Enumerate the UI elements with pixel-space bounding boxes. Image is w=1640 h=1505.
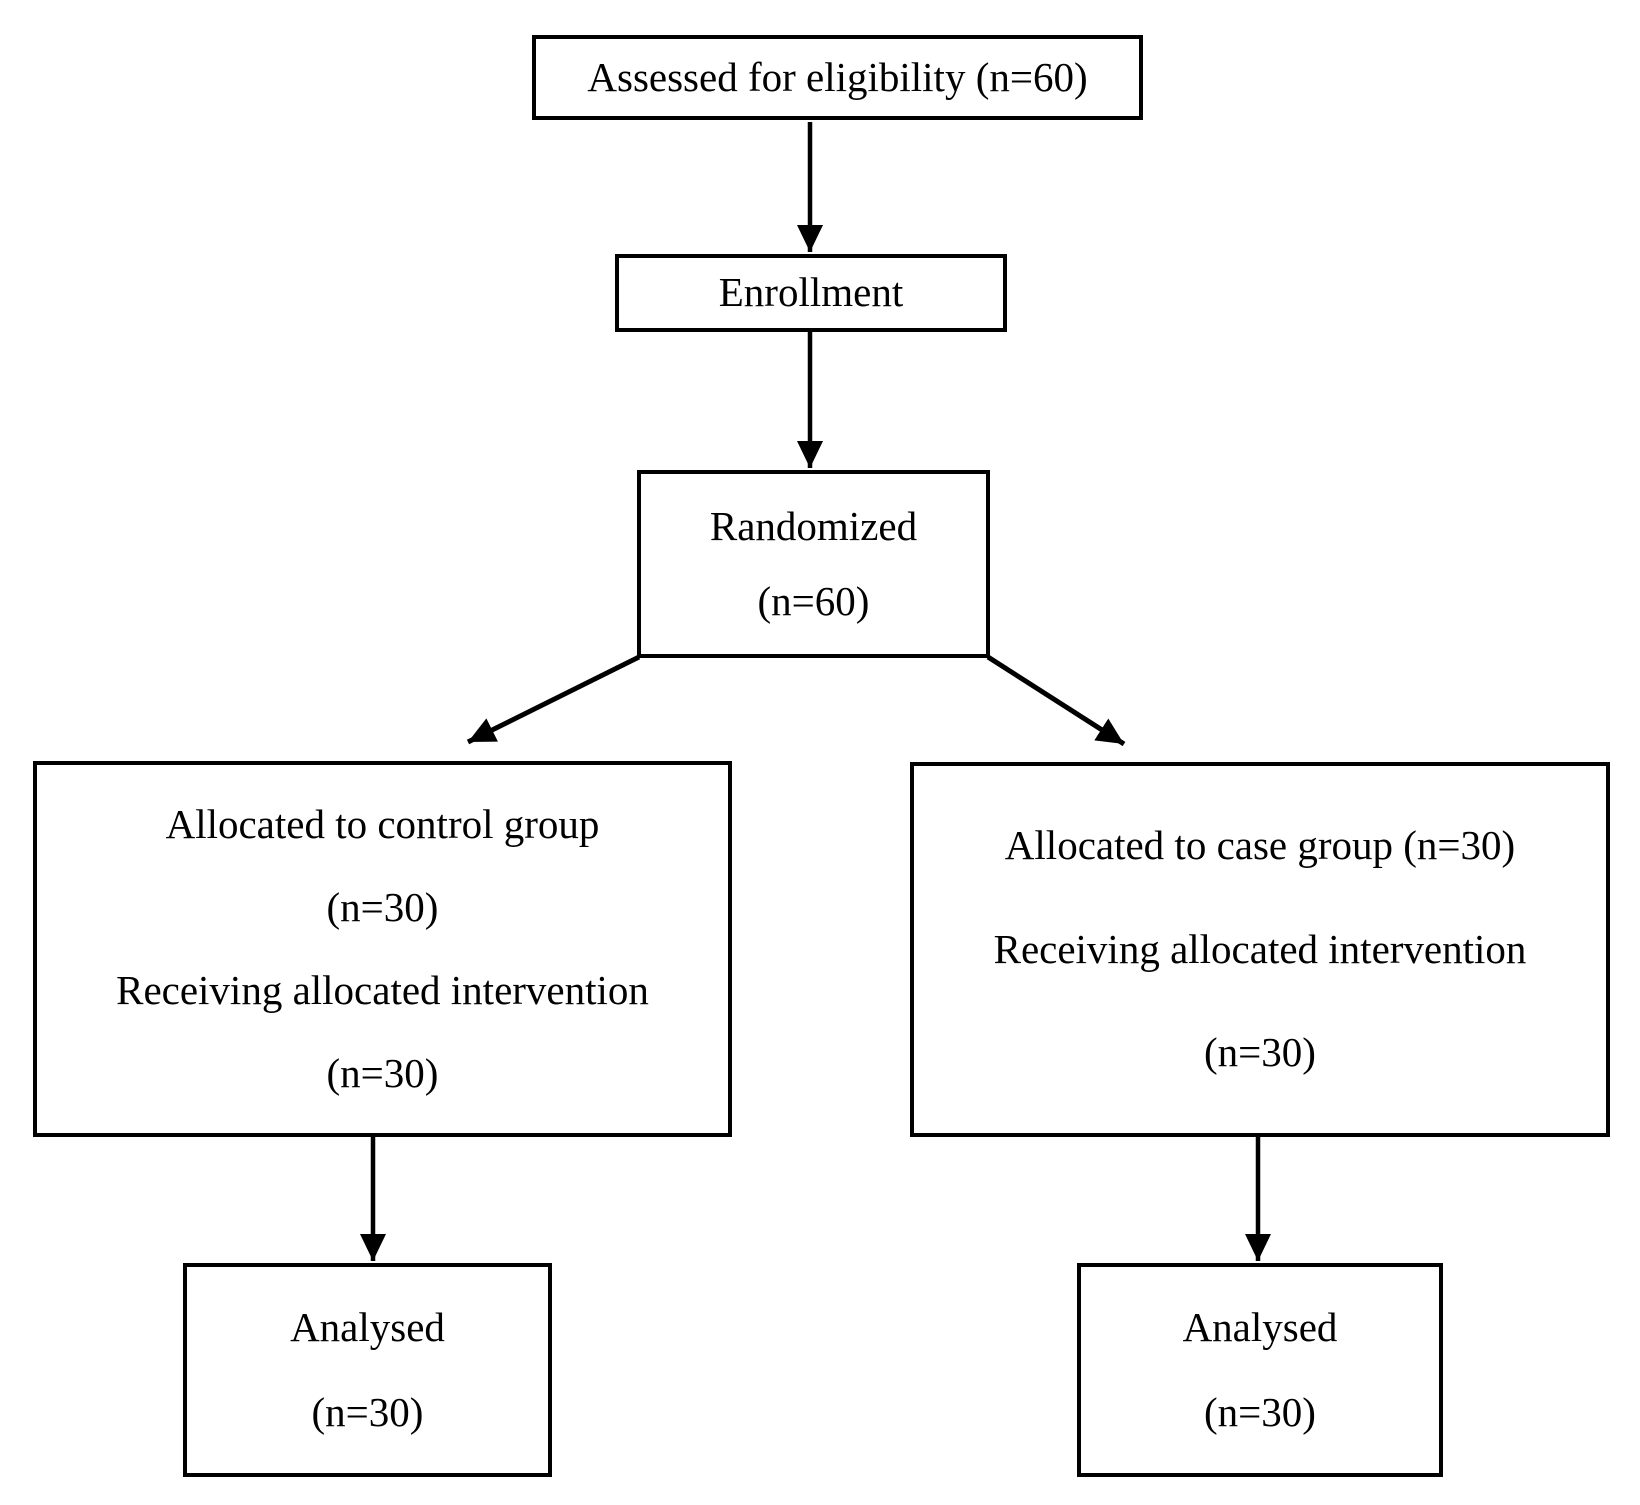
- control-analysed-box: Analysed (n=30): [183, 1263, 552, 1477]
- arrow-randomized-to-case: [986, 654, 1126, 747]
- randomized-count: (n=60): [757, 578, 870, 625]
- control-intervention-label: Receiving allocated intervention: [116, 966, 649, 1013]
- randomized-label: Randomized: [709, 502, 918, 549]
- case-alloc-label: Allocated to case group (n=30): [1004, 822, 1516, 869]
- randomized-box: Randomized (n=60): [637, 470, 990, 658]
- case-analysed-label: Analysed: [1182, 1304, 1338, 1351]
- case-group-allocation-box: Allocated to case group (n=30) Receiving…: [910, 762, 1610, 1137]
- control-intervention-count: (n=30): [326, 1049, 439, 1096]
- control-group-allocation-box: Allocated to control group (n=30) Receiv…: [33, 761, 732, 1137]
- case-intervention-label: Receiving allocated intervention: [993, 925, 1527, 972]
- enrollment-label: Enrollment: [718, 269, 904, 316]
- case-analysed-box: Analysed (n=30): [1077, 1263, 1443, 1477]
- case-analysed-count: (n=30): [1204, 1388, 1316, 1435]
- assessed-label: Assessed for eligibility (n=60): [587, 53, 1088, 100]
- assessed-for-eligibility-box: Assessed for eligibility (n=60): [532, 35, 1143, 120]
- control-analysed-count: (n=30): [311, 1388, 424, 1435]
- enrollment-box: Enrollment: [615, 254, 1007, 332]
- control-alloc-count: (n=30): [326, 883, 439, 930]
- case-intervention-count: (n=30): [1204, 1029, 1316, 1076]
- control-analysed-label: Analysed: [290, 1304, 445, 1351]
- arrow-randomized-to-control: [466, 654, 641, 745]
- control-alloc-label: Allocated to control group: [165, 800, 600, 847]
